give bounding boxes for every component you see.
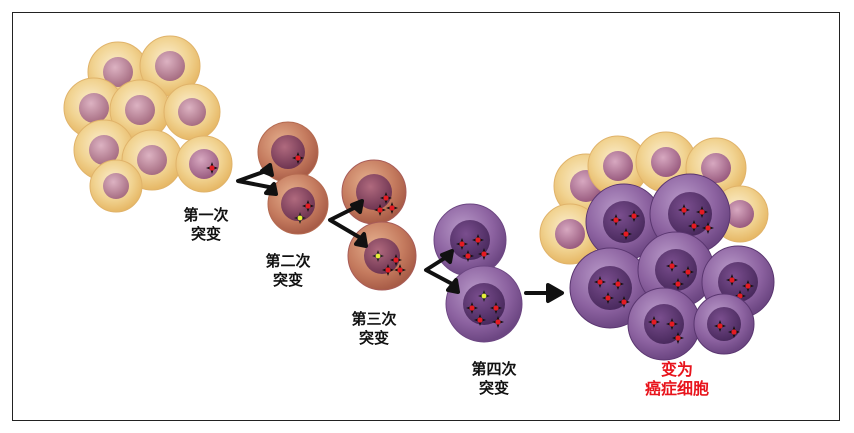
arrows: [236, 163, 564, 303]
label-fourth-mutation: 第四次 突变: [454, 360, 534, 398]
label-result-line1: 变为: [660, 360, 693, 379]
cancer-cell-cluster: [539, 131, 775, 361]
label-second-line1: 第二次: [265, 252, 311, 270]
fourth-stage-cells: [433, 203, 523, 343]
label-third-mutation: 第三次 突变: [334, 310, 414, 348]
label-first-mutation: 第一次 突变: [166, 206, 246, 244]
label-third-line1: 第三次: [351, 310, 397, 328]
fork-arrow-3: [424, 254, 458, 288]
label-third-line2: 突变: [358, 329, 389, 347]
third-stage-cells: [341, 159, 417, 291]
label-first-line1: 第一次: [183, 206, 229, 224]
fork-arrow-1: [236, 169, 276, 190]
second-stage-cells: [257, 121, 329, 235]
normal-cell-cluster: [63, 35, 233, 213]
first-mutated-cell: [175, 135, 233, 193]
label-second-line2: 突变: [272, 271, 303, 289]
label-first-line2: 突变: [190, 225, 221, 243]
label-fourth-line2: 突变: [478, 379, 509, 397]
fork-arrow-2: [328, 204, 366, 242]
label-become-cancer: 变为 癌症细胞: [622, 360, 732, 398]
label-result-line2: 癌症细胞: [644, 379, 709, 398]
label-fourth-line1: 第四次: [471, 360, 517, 378]
label-second-mutation: 第二次 突变: [248, 252, 328, 290]
